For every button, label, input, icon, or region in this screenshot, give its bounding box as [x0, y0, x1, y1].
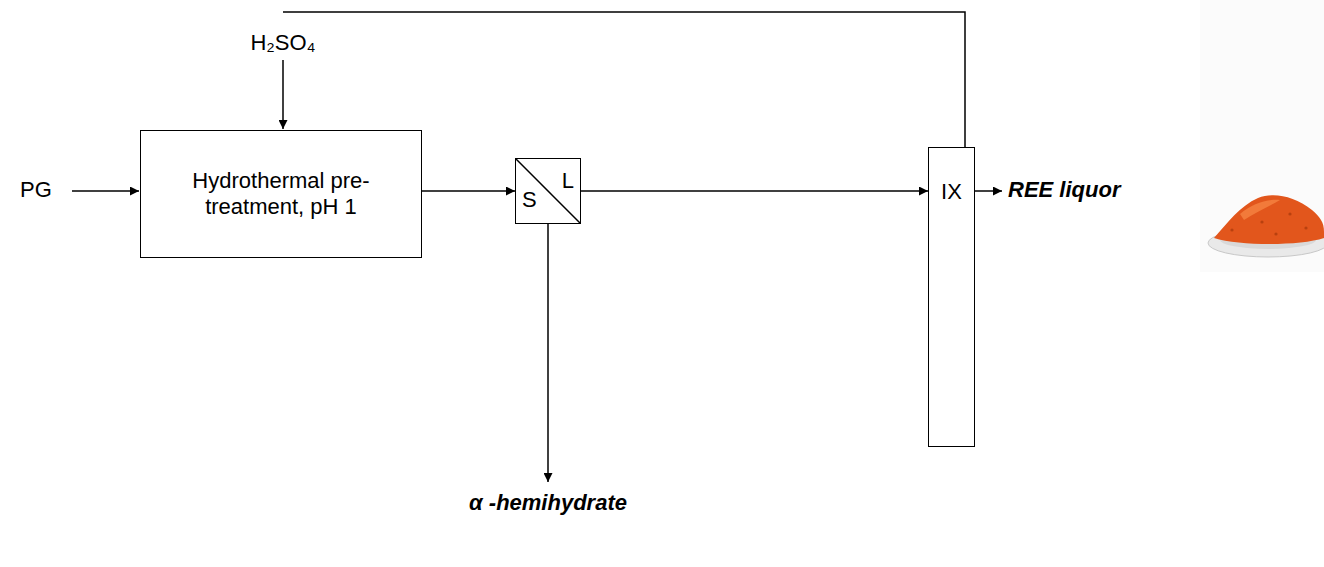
- process-text: Hydrothermal pre-treatment, pH 1: [159, 168, 403, 221]
- powder-pile: [1214, 195, 1324, 244]
- process-box: Hydrothermal pre-treatment, pH 1: [140, 130, 422, 258]
- powder-grain: [1260, 220, 1263, 223]
- powder-photo: [1200, 0, 1324, 272]
- recycle-line: [283, 12, 965, 147]
- photo-ground: [1200, 0, 1324, 272]
- feed-arrow: [282, 60, 284, 129]
- separator-box: SL: [515, 158, 581, 224]
- powder-highlight: [1240, 200, 1280, 220]
- phase-letter: L: [562, 168, 574, 194]
- product-label: α -hemihydrate: [469, 490, 627, 516]
- phase-letter: S: [522, 187, 537, 213]
- product-label: REE liquor: [1008, 177, 1120, 203]
- flow-arrow: [581, 190, 928, 192]
- ion-exchange-column: IX: [928, 147, 975, 447]
- unit-text: IX: [929, 179, 974, 205]
- powder-grain: [1304, 226, 1307, 229]
- product-arrow: [975, 190, 1002, 192]
- flow-arrow: [422, 190, 515, 192]
- feed-arrow: [72, 190, 139, 192]
- reagent-label: H₂SO₄: [250, 30, 315, 56]
- powder-grain: [1288, 212, 1291, 215]
- product-arrow: [547, 224, 549, 482]
- separator-diagonal-line: [516, 159, 580, 223]
- powder-grain: [1230, 228, 1233, 231]
- powder-grain: [1274, 232, 1277, 235]
- feed-label: PG: [20, 177, 52, 203]
